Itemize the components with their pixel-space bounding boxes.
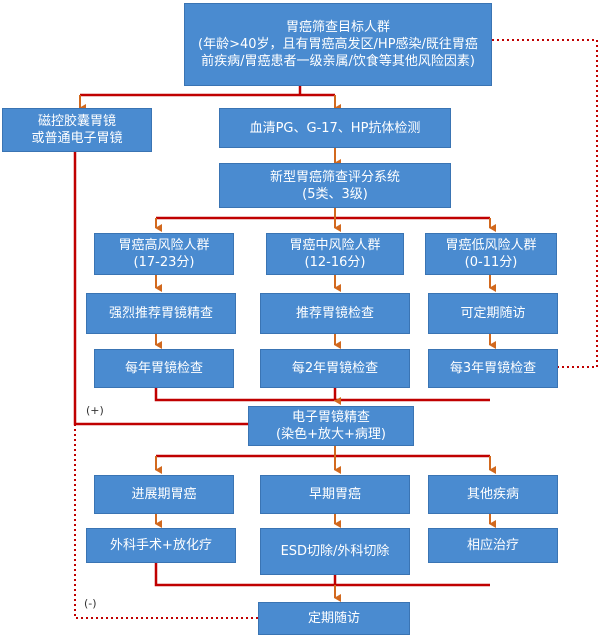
- low-recommend-box: 可定期随访: [428, 293, 558, 334]
- mid-frequency-box: 每2年胃镜检查: [260, 349, 410, 388]
- negative-label: (-): [84, 597, 97, 610]
- mid-risk-box: 胃癌中风险人群 (12-16分): [266, 233, 404, 275]
- wire-treat-merge: [154, 563, 490, 587]
- positive-label: (+): [86, 404, 104, 417]
- mid-recommend-box: 推荐胃镜检查: [260, 293, 410, 334]
- low-risk-box: 胃癌低风险人群 (0-11分): [425, 233, 557, 275]
- endoscopy-exam-box: 电子胃镜精查 (染色+放大+病理): [248, 406, 414, 446]
- surgery-box: 外科手术+放化疗: [86, 528, 236, 563]
- dotted-low-loop: [492, 39, 598, 368]
- capsule-endoscopy-box: 磁控胶囊胃镜 或普通电子胃镜: [2, 108, 152, 152]
- high-frequency-box: 每年胃镜检查: [94, 349, 234, 388]
- other-disease-box: 其他疾病: [428, 475, 558, 514]
- advanced-cancer-box: 进展期胃癌: [94, 475, 234, 514]
- wire-freq-merge: [154, 388, 490, 402]
- treatment-box: 相应治疗: [428, 528, 558, 563]
- scoring-system-box: 新型胃癌筛查评分系统 (5类、3级): [219, 163, 451, 208]
- follow-up-box: 定期随访: [258, 602, 410, 635]
- dotted-negative-loop: [74, 424, 258, 619]
- esd-box: ESD切除/外科切除: [260, 528, 410, 575]
- high-risk-box: 胃癌高风险人群 (17-23分): [94, 233, 234, 275]
- early-cancer-box: 早期胃癌: [260, 475, 410, 514]
- target-population-box: 胃癌筛查目标人群 (年龄>40岁，且有胃癌高发区/HP感染/既往胃癌前疾病/胃癌…: [184, 3, 492, 86]
- serum-test-box: 血清PG、G-17、HP抗体检测: [219, 108, 451, 148]
- low-frequency-box: 每3年胃镜检查: [428, 349, 558, 388]
- high-recommend-box: 强烈推荐胃镜精查: [86, 293, 236, 334]
